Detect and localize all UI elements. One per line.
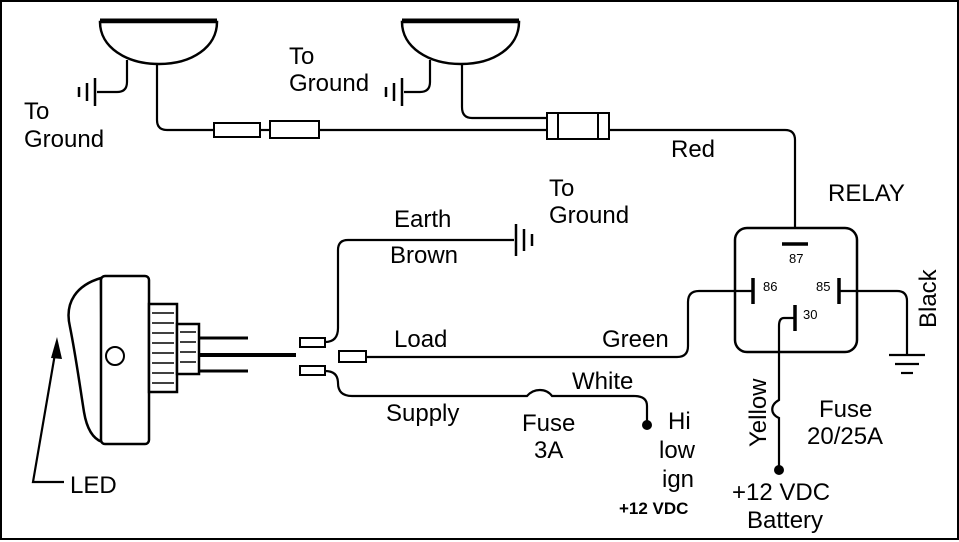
label-ign: ign (662, 466, 694, 493)
label-relay: RELAY (828, 180, 905, 207)
led-indicator (105, 346, 125, 366)
label-to-ground-earth-line1: To (549, 175, 574, 202)
fog-lamp-right (400, 18, 521, 66)
label-fuse-small-line2: 3A (534, 437, 563, 464)
label-pin-30: 30 (803, 307, 817, 322)
rocker-switch[interactable] (67, 274, 296, 446)
load-spade-connector (338, 350, 367, 363)
label-battery-line2: Battery (747, 507, 823, 534)
label-white: White (572, 368, 633, 395)
label-fuse-big-line1: Fuse (819, 396, 872, 423)
connector-1 (213, 122, 261, 138)
led-pointer-line (31, 341, 64, 484)
connector-2 (269, 120, 320, 139)
green-load-wire (367, 289, 753, 359)
label-to-ground-left-line1: To (24, 98, 49, 125)
label-pin-87: 87 (789, 251, 803, 266)
label-yellow: Yellow (745, 378, 772, 447)
label-green: Green (602, 326, 669, 353)
label-low: low (659, 437, 696, 464)
label-led: LED (70, 472, 117, 499)
label-12vdc-bold: +12 VDC (619, 499, 688, 518)
ignition-terminal-dot (642, 420, 652, 430)
red-wire (609, 128, 797, 243)
black-wire (839, 289, 909, 354)
label-to-ground-mid-line2: Ground (289, 70, 369, 97)
supply-spade-connector (299, 365, 326, 376)
label-battery-line1: +12 VDC (732, 479, 830, 506)
label-load: Load (394, 326, 447, 353)
label-hi: Hi (668, 408, 691, 435)
label-supply: Supply (386, 400, 459, 427)
ground-symbol-earth (514, 224, 534, 256)
lamp-right-ground-wire (404, 60, 432, 94)
earth-brown-wire (324, 238, 514, 344)
label-red: Red (671, 136, 715, 163)
yellow-wire (771, 316, 795, 467)
label-earth: Earth (394, 206, 451, 233)
label-to-ground-earth-line2: Ground (549, 202, 629, 229)
inline-fuse-holder (546, 112, 610, 140)
label-black: Black (915, 268, 942, 328)
white-supply-wire (324, 369, 649, 422)
battery-terminal-dot (774, 465, 784, 475)
ground-symbol-mid (384, 78, 404, 106)
label-pin-85: 85 (816, 279, 830, 294)
ground-symbol-left (77, 78, 97, 106)
fog-lamp-left (98, 18, 219, 66)
label-to-ground-left-line2: Ground (24, 126, 104, 153)
lamp-right-feed-wire (460, 64, 547, 120)
lamp-left-ground-wire (97, 60, 129, 94)
label-to-ground-mid-line1: To (289, 43, 314, 70)
lamp-left-feed-wire (155, 64, 214, 132)
led-pointer-arrowhead (51, 337, 62, 359)
label-pin-86: 86 (763, 279, 777, 294)
label-brown: Brown (390, 242, 458, 269)
earth-spade-connector (299, 337, 326, 348)
ground-symbol-relay (889, 353, 925, 375)
label-fuse-small-line1: Fuse (522, 410, 575, 437)
label-fuse-big-line2: 20/25A (807, 423, 883, 450)
